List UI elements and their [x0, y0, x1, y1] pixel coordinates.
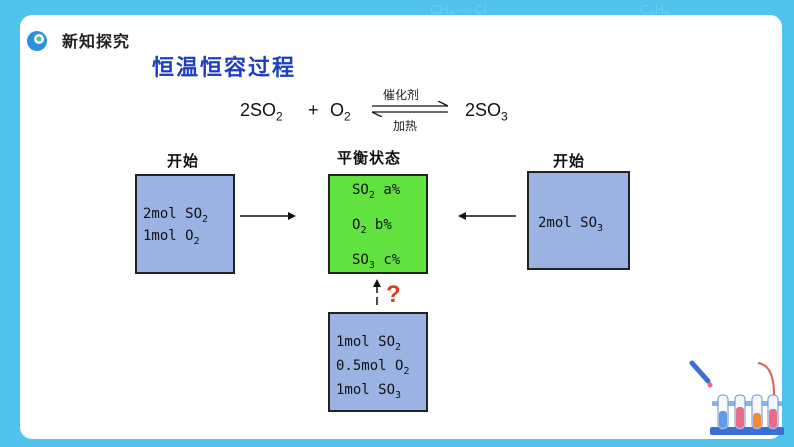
lab-equipment-icon — [689, 360, 784, 435]
center-box-label: 平衡状态 — [337, 149, 402, 167]
bottom-line-o2: 0.5mol O2 — [336, 358, 410, 377]
section-title: 新知探究 — [62, 32, 131, 51]
question-mark: ? — [386, 281, 401, 308]
bg-decoration: C₆H₅ — [640, 2, 670, 17]
reversible-arrow-icon — [371, 101, 449, 117]
center-line-o2: O2 b% — [352, 217, 392, 236]
page-title: 恒温恒容过程 — [152, 56, 297, 81]
bottom-to-center-arrow-icon — [373, 279, 381, 309]
right-to-center-arrow-icon — [458, 212, 516, 220]
right-box-label: 开始 — [553, 152, 586, 170]
bottom-line-so2: 1mol SO2 — [336, 334, 402, 353]
center-line-so2: SO2 a% — [352, 182, 401, 201]
section-logo-icon — [27, 31, 47, 51]
left-to-center-arrow-icon — [240, 212, 296, 220]
right-start-box: 2mol SO3 — [527, 171, 630, 270]
equation-product-so3: 2SO3 — [465, 100, 508, 124]
condition-heat: 加热 — [393, 119, 418, 133]
equation-reactant-o2: O2 — [330, 100, 351, 124]
equation-plus: + — [308, 100, 319, 120]
bottom-line-so3: 1mol SO3 — [336, 382, 402, 401]
equilibrium-box: SO2 a% O2 b% SO3 c% — [328, 174, 428, 274]
right-line-so3: 2mol SO3 — [538, 215, 604, 234]
bottom-start-box: 1mol SO2 0.5mol O2 1mol SO3 — [328, 312, 428, 412]
bg-decoration: CH₃ — Cl — [430, 2, 487, 17]
center-line-so3: SO3 c% — [352, 252, 401, 271]
left-box-label: 开始 — [167, 152, 200, 170]
left-line-so2: 2mol SO2 — [143, 206, 209, 225]
left-start-box: 2mol SO2 1mol O2 — [135, 174, 235, 274]
equation-reactant-so2: 2SO2 — [240, 100, 283, 124]
left-line-o2: 1mol O2 — [143, 228, 200, 247]
condition-catalyst: 催化剂 — [383, 88, 420, 102]
